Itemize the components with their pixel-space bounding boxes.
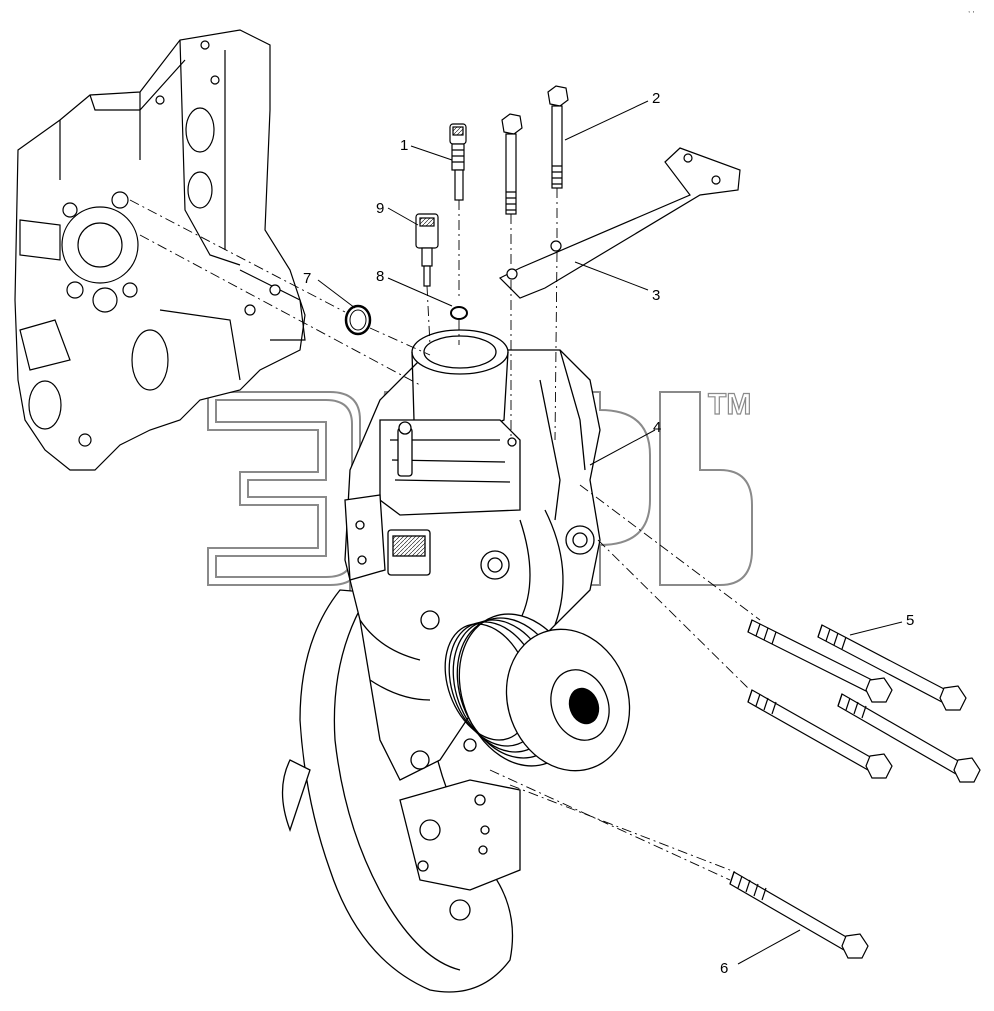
callout-7: 7 [303, 270, 311, 287]
callout-6: 6 [720, 960, 728, 977]
long-bolt-lower [729, 871, 869, 959]
long-bolt-c [747, 689, 893, 779]
pump-pulley [444, 613, 631, 772]
pressure-sensor [449, 123, 467, 201]
callout-9: 9 [376, 200, 384, 217]
upper-bolt-left [501, 113, 523, 215]
trademark-symbol: TM [708, 388, 751, 421]
temperature-sensor [415, 213, 439, 287]
callout-3: 3 [652, 287, 660, 304]
mounting-bracket [498, 147, 741, 299]
long-bolt-d [837, 693, 981, 783]
callout-5: 5 [906, 612, 914, 629]
sealing-washer [450, 306, 468, 320]
upper-bolt-right [547, 85, 569, 189]
callout-1: 1 [400, 137, 408, 154]
assembly-lines [129, 188, 761, 881]
o-ring [344, 304, 372, 336]
callout-4: 4 [653, 419, 661, 436]
water-pump-housing [281, 329, 601, 993]
callout-8: 8 [376, 268, 384, 285]
long-bolt-b [817, 624, 967, 711]
engine-block [14, 29, 306, 471]
callout-2: 2 [652, 90, 660, 107]
leader-lines [317, 100, 903, 965]
corner-mark: , , [968, 5, 975, 14]
long-bolt-a [747, 619, 893, 703]
